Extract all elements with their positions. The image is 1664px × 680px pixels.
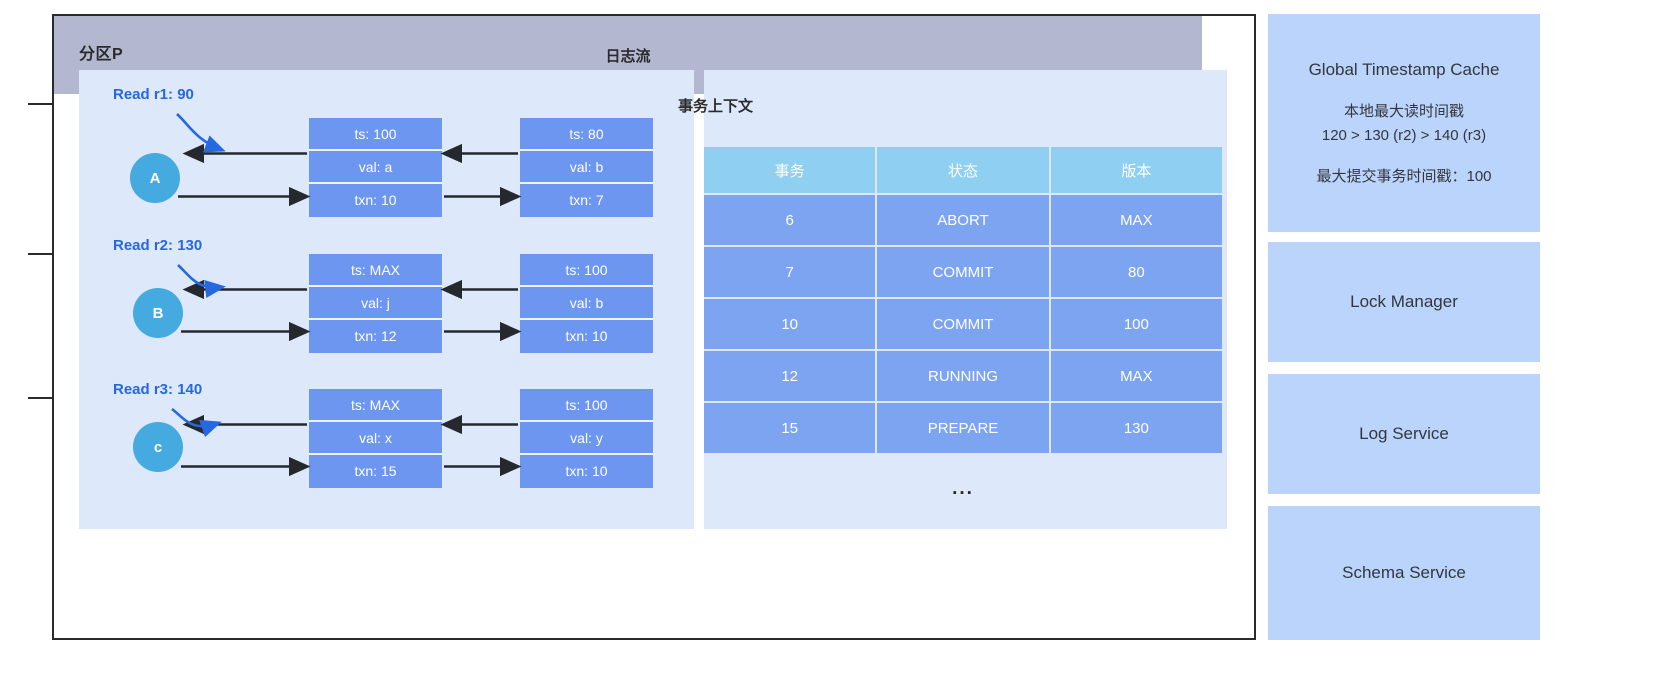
version-ts: ts: MAX	[309, 254, 442, 287]
service-global-timestamp-cache[interactable]: Global Timestamp Cache 本地最大读时间戳 120 > 13…	[1268, 14, 1540, 232]
cell-state: RUNNING	[877, 351, 1049, 401]
table-row[interactable]: 6 ABORT MAX	[704, 195, 1222, 245]
service-subtitle-line2: 120 > 130 (r2) > 140 (r3)	[1321, 127, 1487, 145]
version-txn: txn: 7	[569, 192, 604, 208]
cell-state: COMMIT	[877, 299, 1049, 349]
table-header-row: 事务 状态 版本	[704, 147, 1222, 193]
cell-state: ABORT	[877, 195, 1049, 245]
service-subtitle-line1: 本地最大读时间戳	[1343, 102, 1464, 120]
cell-txn: 15	[704, 403, 876, 453]
version-box-prev-1[interactable]: ts: 80 val: b txn: 7	[520, 118, 653, 217]
column-header-state: 状态	[877, 147, 1049, 193]
read-label-r3: Read r3: 140	[113, 381, 203, 398]
column-header-txn: 事务	[704, 147, 876, 193]
cell-version: 80	[1050, 247, 1222, 297]
service-schema-service[interactable]: Schema Service	[1268, 506, 1540, 640]
version-val: val: j	[309, 287, 442, 320]
service-max-commit-ts: 最大提交事务时间戳：100	[1316, 167, 1492, 185]
version-ts: ts: MAX	[309, 389, 442, 422]
service-title: Log Service	[1359, 423, 1449, 443]
log-stream-label: 日志流	[605, 47, 651, 65]
read-label-r1: Read r1: 90	[113, 86, 194, 103]
service-title: Schema Service	[1342, 562, 1466, 582]
cell-version: MAX	[1050, 351, 1222, 401]
table-row[interactable]: 12 RUNNING MAX	[704, 351, 1222, 401]
read-label-r2: Read r2: 130	[113, 237, 203, 254]
cell-txn: 7	[704, 247, 876, 297]
version-val: val: x	[309, 422, 442, 455]
version-val: val: a	[309, 151, 442, 184]
txn-circle-c[interactable]: c	[133, 422, 183, 472]
cell-version: MAX	[1050, 195, 1222, 245]
version-box-head-1[interactable]: ts: 100 val: a txn: 10	[309, 118, 442, 217]
cell-txn: 6	[704, 195, 876, 245]
version-ts: ts: 100	[309, 118, 442, 151]
version-val: val: b	[520, 151, 653, 184]
version-txn: txn: 10	[565, 463, 608, 479]
version-box-prev-2[interactable]: ts: 100 val: b txn: 10	[520, 254, 653, 353]
version-val: val: b	[520, 287, 653, 320]
txn-circle-a[interactable]: A	[130, 153, 180, 203]
version-ts: ts: 100	[520, 389, 653, 422]
cell-txn: 10	[704, 299, 876, 349]
cell-version: 100	[1050, 299, 1222, 349]
version-txn: txn: 10	[354, 192, 397, 208]
service-title: Global Timestamp Cache	[1308, 59, 1500, 79]
version-val: val: y	[520, 422, 653, 455]
table-row[interactable]: 7 COMMIT 80	[704, 247, 1222, 297]
version-txn: txn: 12	[354, 328, 397, 344]
cell-state: PREPARE	[877, 403, 1049, 453]
table-more-indicator[interactable]: ...	[952, 478, 974, 499]
partition-title: 分区P	[79, 46, 124, 63]
table-row[interactable]: 10 COMMIT 100	[704, 299, 1222, 349]
version-box-head-2[interactable]: ts: MAX val: j txn: 12	[309, 254, 442, 353]
version-txn: txn: 10	[565, 328, 608, 344]
version-box-head-3[interactable]: ts: MAX val: x txn: 15	[309, 389, 442, 488]
version-txn: txn: 15	[354, 463, 397, 479]
table-row[interactable]: 15 PREPARE 130	[704, 403, 1222, 453]
service-log-service[interactable]: Log Service	[1268, 374, 1540, 494]
column-header-version: 版本	[1050, 147, 1222, 193]
transaction-context-title: 事务上下文	[678, 98, 754, 115]
version-ts: ts: 100	[520, 254, 653, 287]
service-lock-manager[interactable]: Lock Manager	[1268, 242, 1540, 362]
cell-version: 130	[1050, 403, 1222, 453]
cell-txn: 12	[704, 351, 876, 401]
txn-circle-b[interactable]: B	[133, 288, 183, 338]
service-title: Lock Manager	[1350, 291, 1458, 311]
cell-state: COMMIT	[877, 247, 1049, 297]
version-box-prev-3[interactable]: ts: 100 val: y txn: 10	[520, 389, 653, 488]
version-ts: ts: 80	[520, 118, 653, 151]
transaction-context-table: 事务 状态 版本 6 ABORT MAX 7 COMMIT 80 10 COMM…	[702, 145, 1224, 455]
